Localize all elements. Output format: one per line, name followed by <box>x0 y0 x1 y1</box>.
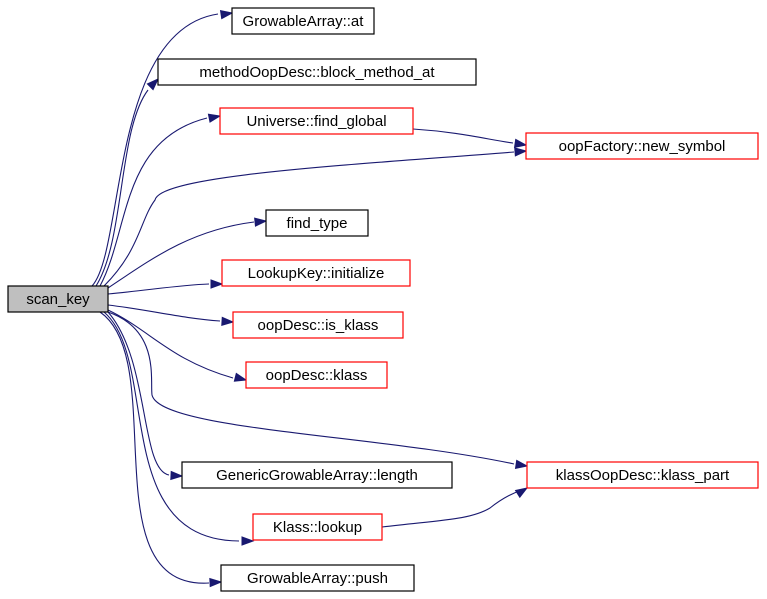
node-box <box>245 361 388 389</box>
node-box <box>181 461 453 489</box>
arrowhead-scan_key-to-find_global <box>207 113 222 123</box>
arrowhead-scan_key-to-lk_init <box>210 279 224 289</box>
node-label: Universe::find_global <box>246 113 386 130</box>
node-label: GenericGrowableArray::length <box>216 467 418 484</box>
edge-scan_key-to-klass_part <box>107 311 515 465</box>
node-box <box>219 107 414 135</box>
node-label: GrowableArray::at <box>243 13 365 30</box>
node-box <box>157 58 477 86</box>
node-label: methodOopDesc::block_method_at <box>199 64 435 81</box>
node-block-method-at[interactable]: methodOopDesc::block_method_at <box>157 58 477 86</box>
arrowhead-scan_key-to-ga_at <box>219 10 234 20</box>
node-box <box>220 564 415 592</box>
node-scan-key: scan_key <box>7 285 109 313</box>
node-lk-init[interactable]: LookupKey::initialize <box>221 259 411 287</box>
arrowhead-scan_key-to-new_symbol <box>514 147 528 157</box>
node-label: klassOopDesc::klass_part <box>556 467 730 484</box>
arrowhead-scan_key-to-klass <box>233 372 248 382</box>
edge-scan_key-to-find_type <box>107 221 255 289</box>
node-gga-length[interactable]: GenericGrowableArray::length <box>181 461 453 489</box>
node-klass-part[interactable]: klassOopDesc::klass_part <box>526 461 759 489</box>
node-box <box>7 285 109 313</box>
node-find-type[interactable]: find_type <box>265 209 369 237</box>
edge-scan_key-to-is_klass <box>107 304 221 322</box>
call-nodes: scan_key GrowableArray::atmethodOopDesc::… <box>7 7 759 592</box>
arrowhead-scan_key-to-gga_length <box>170 470 184 481</box>
edge-scan_key-to-ga_push <box>99 311 210 584</box>
node-box <box>231 7 375 35</box>
call-edges <box>91 10 529 588</box>
node-label: oopDesc::klass <box>266 367 368 384</box>
arrowhead-scan_key-to-find_type <box>254 217 268 227</box>
arrowhead-lookup-to-klass_part <box>514 487 529 499</box>
arrowhead-scan_key-to-klass_part <box>514 459 529 469</box>
node-is-klass[interactable]: oopDesc::is_klass <box>232 311 404 339</box>
edge-scan_key-to-gga_length <box>107 311 170 476</box>
node-ga-push[interactable]: GrowableArray::push <box>220 564 415 592</box>
edge-scan_key-to-block_method_at <box>95 89 149 287</box>
edge-scan_key-to-lookup <box>103 311 240 542</box>
edge-scan_key-to-ga_at <box>91 13 219 287</box>
edge-scan_key-to-new_symbol <box>103 151 515 287</box>
arrowhead-scan_key-to-is_klass <box>221 316 235 327</box>
node-box <box>526 461 759 489</box>
edge-lookup-to-klass_part <box>381 489 523 528</box>
node-label: Klass::lookup <box>273 519 362 536</box>
node-box <box>252 513 383 541</box>
node-lookup[interactable]: Klass::lookup <box>252 513 383 541</box>
arrowhead-scan_key-to-ga_push <box>209 577 223 588</box>
node-label: oopDesc::is_klass <box>258 317 379 334</box>
node-klass[interactable]: oopDesc::klass <box>245 361 388 389</box>
node-box <box>232 311 404 339</box>
node-box <box>221 259 411 287</box>
node-label: GrowableArray::push <box>247 570 388 587</box>
edge-scan_key-to-find_global <box>99 117 208 287</box>
node-ga-at[interactable]: GrowableArray::at <box>231 7 375 35</box>
edge-scan_key-to-klass <box>107 309 234 379</box>
node-label: oopFactory::new_symbol <box>559 138 726 155</box>
arrowhead-scan_key-to-lookup <box>241 536 255 546</box>
node-find-global[interactable]: Universe::find_global <box>219 107 414 135</box>
node-box <box>265 209 369 237</box>
edge-find_global-to-new_symbol <box>412 128 514 144</box>
node-label: find_type <box>287 215 348 232</box>
node-label: LookupKey::initialize <box>248 265 385 282</box>
node-label: scan_key <box>26 291 90 308</box>
node-new-symbol[interactable]: oopFactory::new_symbol <box>525 132 759 160</box>
arrowhead-find_global-to-new_symbol <box>513 138 528 148</box>
arrowhead-scan_key-to-block_method_at <box>146 77 160 91</box>
node-box <box>525 132 759 160</box>
edge-scan_key-to-lk_init <box>107 283 210 295</box>
